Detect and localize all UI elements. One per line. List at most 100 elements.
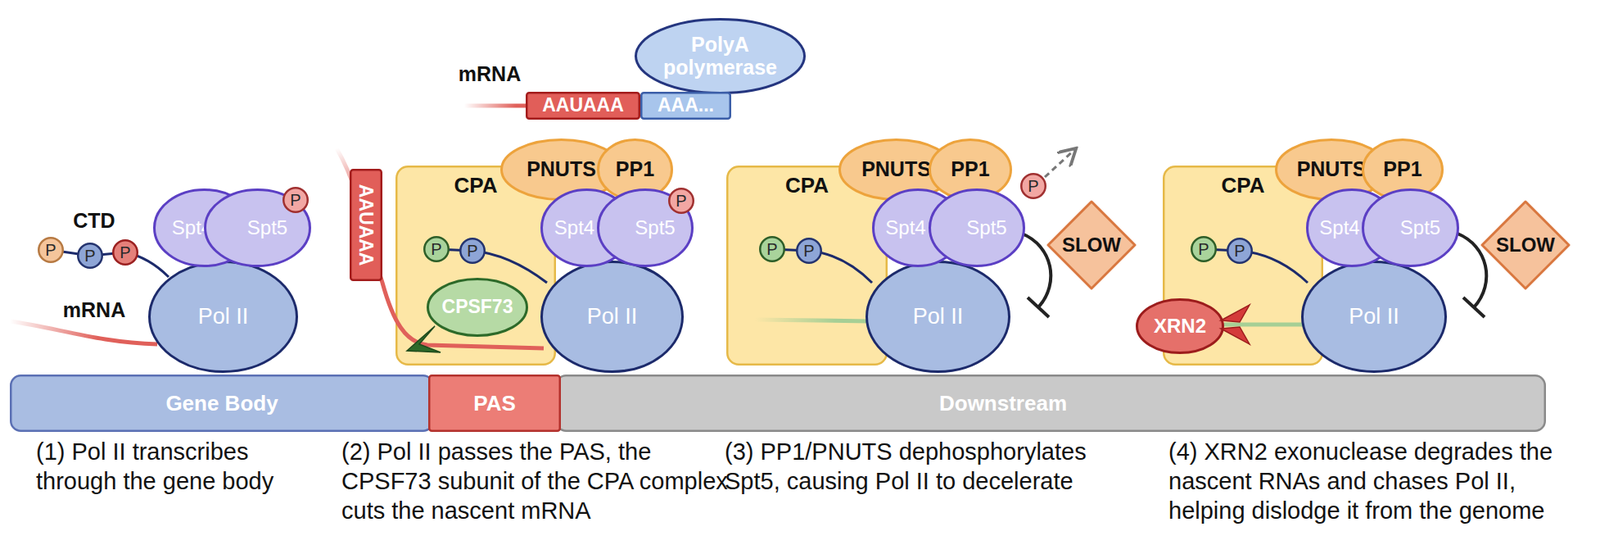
node-label: PolyA polymerase [650, 33, 790, 79]
node-label: Pol II [198, 304, 249, 330]
shape-fill [526, 92, 640, 119]
node-label: PAS [473, 391, 516, 416]
node-label: PNUTS [1297, 158, 1367, 181]
node-label: Pol II [912, 304, 964, 330]
node-label: AAA... [657, 94, 715, 116]
phospho-circle: P [668, 187, 695, 214]
spt5-subunit: Spt5P [203, 188, 312, 267]
node-label: Spt4 [554, 216, 595, 239]
shape-fill [1302, 262, 1447, 372]
pas-region: PAS [428, 374, 561, 432]
step-caption: (2) Pol II passes the PAS, the CPSF73 su… [341, 436, 736, 525]
shape-fill [283, 187, 308, 213]
node-label: CPA [1221, 173, 1266, 198]
release-arrow [1044, 149, 1075, 177]
rna-label: mRNA [448, 60, 531, 87]
shape-fill [1363, 189, 1459, 267]
shape-fill [1021, 173, 1046, 199]
node-label: Spt5 [247, 216, 288, 239]
shape-fill [727, 166, 887, 365]
shape-fill [796, 238, 822, 263]
pol-ii: Pol II [1301, 260, 1447, 373]
xrn2-exonuclease: XRN2 [1135, 298, 1225, 354]
inhibition-bar [1463, 297, 1485, 317]
shape-fill [1137, 299, 1224, 353]
phospho-circle: P [1190, 235, 1217, 263]
signal-box: AAUAAA [525, 91, 641, 120]
node-label: P [803, 241, 814, 260]
ctd-tail [50, 249, 169, 277]
node-label: Pol II [587, 304, 638, 330]
shape-fill [636, 19, 805, 94]
node-label: Spt4 [885, 216, 926, 239]
phospho-circle: P [795, 237, 823, 264]
phospho-circle: P [37, 236, 64, 263]
shape-fill [350, 169, 382, 281]
shape-fill [428, 279, 528, 336]
shape-fill [1227, 238, 1252, 263]
polya-tail: AAA... [640, 91, 732, 120]
shape-fill [149, 262, 298, 372]
shape-fill [555, 375, 1546, 431]
node-label: P [675, 191, 687, 210]
node-label: XRN2 [1153, 315, 1207, 337]
shape-fill [38, 237, 64, 263]
downstream-region: Downstream [555, 374, 1546, 432]
ctd-label: CTD [61, 207, 127, 234]
node-label: CPSF73 [442, 296, 514, 317]
phospho-circle: P [112, 239, 139, 266]
node-label: PNUTS [861, 158, 932, 181]
node-label: P [289, 190, 301, 209]
node-label: SLOW [1496, 234, 1555, 256]
node-label: PP1 [1383, 158, 1422, 181]
node-label: P [766, 239, 778, 258]
node-label: Spt5 [966, 216, 1007, 239]
node-label: P [1197, 239, 1209, 258]
node-label: P [1027, 176, 1039, 195]
cpsf73-subunit: CPSF73 [426, 277, 529, 337]
shape-fill [542, 262, 683, 372]
node-label: Spt5 [1400, 216, 1441, 239]
mrna-strand [464, 103, 526, 109]
phospho-circle: P [282, 186, 309, 213]
shape-fill [759, 236, 785, 262]
shape-fill [641, 92, 731, 119]
shape-fill [1191, 236, 1216, 262]
shape-fill [867, 262, 1010, 372]
node-label: P [84, 246, 95, 265]
phospho-circle: P [759, 235, 786, 263]
node-label: PNUTS [526, 158, 597, 181]
node-label: PP1 [950, 158, 990, 181]
shape-fill [598, 189, 693, 267]
shape-fill [429, 375, 561, 431]
signal-box: AAUAAA [349, 168, 383, 281]
spt5-subunit: Spt5 [928, 188, 1026, 267]
node-label: AAUAAA [355, 184, 376, 267]
shape-fill [424, 236, 449, 262]
spt5-subunit: Spt5P [596, 188, 694, 267]
shape-fill [930, 189, 1025, 267]
phospho-circle: P [423, 235, 450, 263]
shape-fill [1482, 201, 1569, 289]
node-label: Spt5 [634, 216, 675, 239]
phospho-circle: P [1226, 237, 1253, 264]
node-label: Spt4 [1319, 216, 1360, 239]
node-label: P [119, 243, 131, 262]
cpa-complex: CPA P P [726, 165, 888, 366]
rna-label: mRNA [53, 296, 136, 323]
pol-ii: Pol II [148, 260, 299, 373]
shape-fill [668, 188, 694, 213]
inhibition-bar [1027, 297, 1049, 317]
step-caption: (3) PP1/PNUTS dephosphorylates Spt5, cau… [724, 436, 1112, 496]
node-label: CPA [785, 173, 829, 198]
shape-fill [460, 238, 485, 263]
node-label: SLOW [1062, 234, 1121, 256]
node-label: PP1 [615, 158, 655, 181]
node-label: Gene Body [165, 391, 278, 416]
polya-polymerase: PolyA polymerase [634, 18, 806, 95]
node-label: P [430, 239, 442, 258]
phospho-circle: P [1020, 172, 1047, 199]
slow-diamond: SLOW [1045, 198, 1138, 291]
pol-ii: Pol II [865, 260, 1011, 373]
